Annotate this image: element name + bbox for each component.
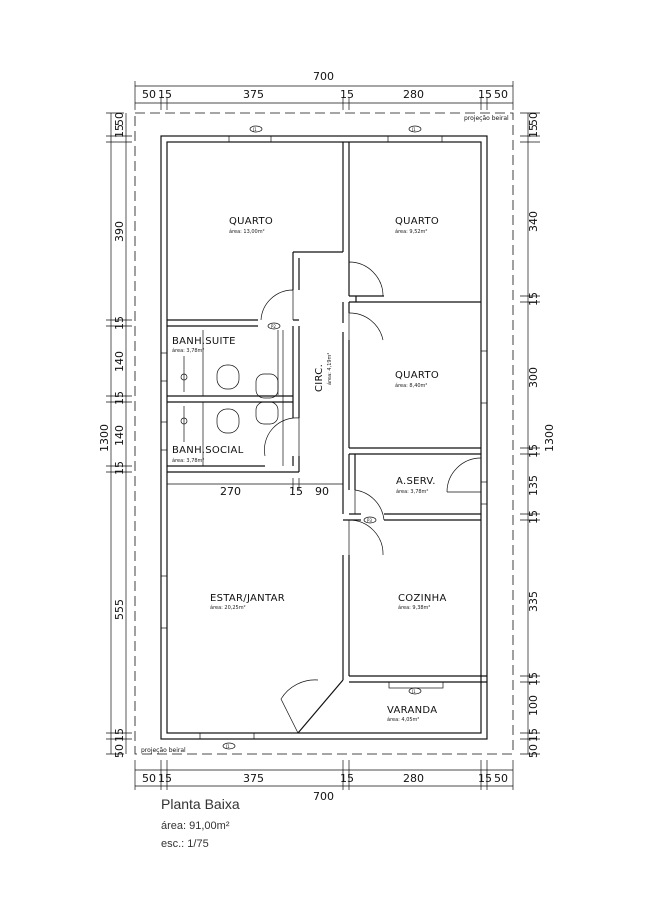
- drawing-title: Planta Baixa: [161, 796, 240, 812]
- room-name: VARANDA: [387, 705, 437, 716]
- svg-text:15: 15: [527, 292, 540, 306]
- scale-label: esc.: 1/75: [161, 838, 209, 850]
- svg-text:390: 390: [113, 221, 126, 242]
- dim-bottom-part: 15: [478, 772, 492, 785]
- dim-middle: 15: [289, 485, 303, 498]
- dim-middle: 270: [220, 485, 241, 498]
- room-area: área: 3,78m²: [172, 457, 204, 464]
- dim-bottom-part: 15: [158, 772, 172, 785]
- doors: [260, 261, 482, 734]
- window-tag: J1: [252, 127, 257, 132]
- room-area: área: 13,00m²: [229, 228, 265, 235]
- window-tag: J1: [411, 689, 416, 694]
- room-area: área: 3,78m²: [172, 347, 204, 354]
- dim-top-part: 50: [142, 88, 156, 101]
- svg-text:50: 50: [527, 744, 540, 758]
- eave-label-top: projeção beiral: [464, 115, 509, 122]
- svg-text:15: 15: [527, 728, 540, 742]
- room-area: área: 9,38m²: [398, 604, 430, 611]
- dim-top-part: 15: [478, 88, 492, 101]
- room-name: COZINHA: [398, 593, 447, 604]
- svg-text:15: 15: [527, 672, 540, 686]
- bathroom-fixtures: [180, 330, 284, 466]
- window-tag: J1: [411, 127, 416, 132]
- svg-text:15: 15: [113, 124, 126, 138]
- dim-bottom-total: 700: [313, 790, 334, 803]
- room-area: área: 4,05m²: [387, 716, 419, 723]
- dim-top-part: 15: [340, 88, 354, 101]
- room-area: área: 4,19m²: [326, 353, 333, 385]
- svg-text:15: 15: [527, 510, 540, 524]
- dim-top-part: 280: [403, 88, 424, 101]
- dim-top-part: 15: [158, 88, 172, 101]
- door-tag: P2: [271, 324, 276, 329]
- dim-middle: 90: [315, 485, 329, 498]
- svg-text:15: 15: [113, 461, 126, 475]
- dim-right: 15 50 340 15 300 15 135 15 335 15 100 15…: [527, 112, 556, 758]
- svg-text:1300: 1300: [543, 424, 556, 452]
- dim-top-total: 700: [313, 70, 334, 83]
- dim-bottom-part: 375: [243, 772, 264, 785]
- room-area: área: 9,52m²: [395, 228, 427, 235]
- room-area: área: 20,25m²: [210, 604, 246, 611]
- svg-text:100: 100: [527, 695, 540, 716]
- svg-text:15: 15: [527, 124, 540, 138]
- room-name: QUARTO: [229, 216, 273, 227]
- room-name: QUARTO: [395, 370, 439, 381]
- svg-text:15: 15: [527, 444, 540, 458]
- room-labels: QUARTO área: 13,00m² QUARTO área: 9,52m²…: [172, 216, 447, 723]
- svg-text:555: 555: [113, 599, 126, 620]
- svg-text:140: 140: [113, 425, 126, 446]
- svg-text:15: 15: [113, 391, 126, 405]
- room-name: ESTAR/JANTAR: [210, 593, 285, 604]
- exterior-wall-inner: [166, 141, 482, 734]
- dimension-lines: [106, 81, 540, 790]
- room-name: BANH.SUITE: [172, 336, 236, 347]
- opening-tags: J1 J1 J1 J1 P2 P3: [222, 125, 422, 750]
- svg-text:300: 300: [527, 367, 540, 388]
- dim-top-part: 375: [243, 88, 264, 101]
- room-area: área: 3,78m²: [396, 488, 428, 495]
- svg-text:15: 15: [113, 316, 126, 330]
- svg-text:135: 135: [527, 475, 540, 496]
- dim-bottom-part: 280: [403, 772, 424, 785]
- window-tag: J1: [225, 744, 230, 749]
- room-name: QUARTO: [395, 216, 439, 227]
- svg-text:140: 140: [113, 351, 126, 372]
- dim-left: 15 50 390 15 140 15 140 15 555 15 50 130…: [98, 112, 126, 758]
- svg-text:15: 15: [113, 728, 126, 742]
- dim-top-part: 50: [494, 88, 508, 101]
- dim-bottom-part: 15: [340, 772, 354, 785]
- svg-text:50: 50: [113, 744, 126, 758]
- svg-text:340: 340: [527, 211, 540, 232]
- svg-text:50: 50: [527, 112, 540, 126]
- windows: [160, 135, 488, 740]
- interior-walls: [167, 142, 487, 734]
- svg-text:335: 335: [527, 591, 540, 612]
- dim-bottom-part: 50: [494, 772, 508, 785]
- svg-text:50: 50: [113, 112, 126, 126]
- door-tag: P3: [367, 518, 372, 523]
- eave-projection-outline: [134, 112, 514, 755]
- room-name: A.SERV.: [396, 476, 436, 487]
- room-area: área: 8,40m²: [395, 382, 427, 389]
- eave-label-bottom: projeção beiral: [141, 747, 186, 754]
- room-name: CIRC.: [314, 364, 325, 392]
- total-area-label: área: 91,00m²: [161, 820, 230, 832]
- dim-bottom-part: 50: [142, 772, 156, 785]
- room-name: BANH.SOCIAL: [172, 445, 244, 456]
- svg-text:1300: 1300: [98, 424, 111, 452]
